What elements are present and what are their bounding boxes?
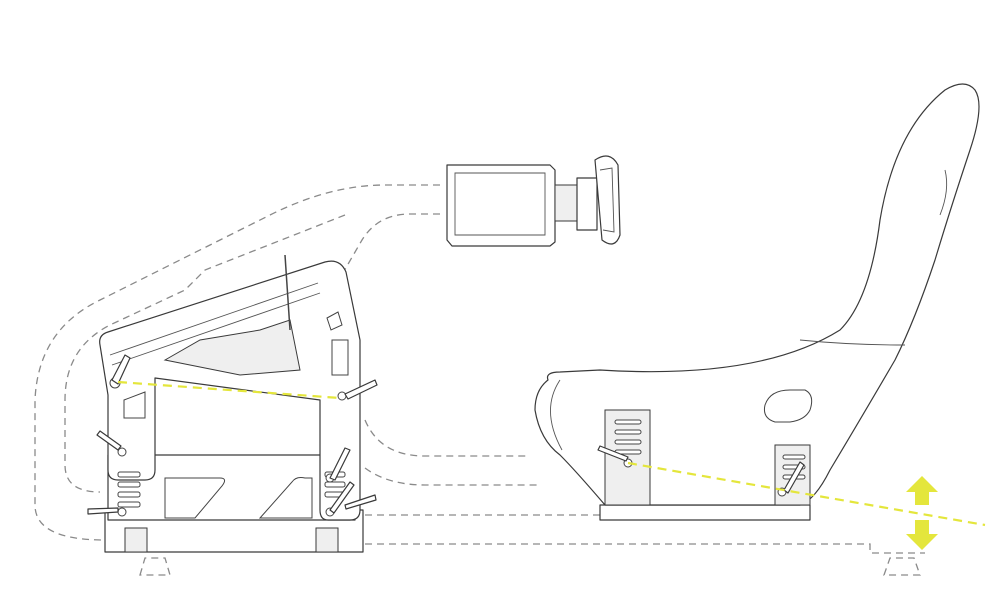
alignment-line-pedals xyxy=(117,380,341,400)
guide-seat-1 xyxy=(364,419,530,457)
seat-slots xyxy=(614,419,806,480)
guide-floor xyxy=(365,543,925,554)
pedal-frame xyxy=(87,254,378,553)
foot-right xyxy=(883,557,921,576)
foot-left xyxy=(139,557,171,576)
seat xyxy=(534,83,986,527)
adjust-levers xyxy=(87,354,378,517)
alignment-line-seat xyxy=(627,461,986,527)
guide-inner xyxy=(64,214,346,493)
wheel-base xyxy=(446,155,621,247)
double-arrow-up-down-icon xyxy=(906,476,938,550)
guide-outer xyxy=(34,184,440,541)
guide-seat-2 xyxy=(364,467,540,486)
guide-lines xyxy=(34,184,925,576)
guide-wheel-lower xyxy=(339,213,440,279)
